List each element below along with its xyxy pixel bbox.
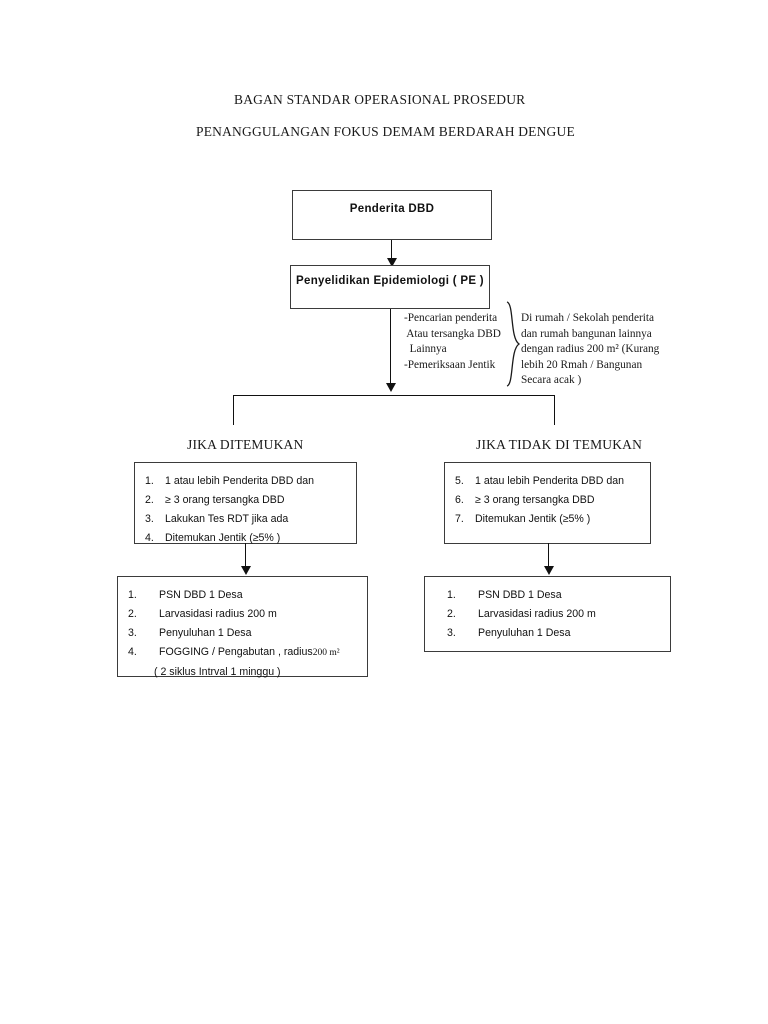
list-item-text: Penyuluhan 1 Desa [159,627,252,639]
node-penyelidikan-epidemiologi: Penyelidikan Epidemiologi ( PE ) [290,265,490,309]
node-criteria-right: 5. 1 atau lebih Penderita DBD dan 6. ≥ 3 or… [444,462,651,544]
branch-label-jika-tidak-ditemukan: JIKA TIDAK DI TEMUKAN [476,437,643,452]
annotation-pe-activities: -Pencarian penderita Atau tersangka DBD … [404,312,501,371]
node-action-right: 1. PSN DBD 1 Desa 2. Larvasidasi radius 200… [424,576,671,652]
page-title-line-1: BAGAN STANDAR OPERASIONAL PROSEDUR [234,92,526,107]
split-bar-right-stub [554,395,555,425]
split-bar-horizontal [233,395,555,396]
list-item: 3. Penyuluhan 1 Desa [447,624,662,643]
list-item-text: 1 atau lebih Penderita DBD dan [165,475,315,487]
node-action-left: 1. PSN DBD 1 Desa 2. Larvasidasi radius 200… [117,576,368,678]
right-curly-brace-icon [506,301,521,387]
list-item-number: 7. [455,513,464,525]
node-penyelidikan-epidemiologi-label: Penyelidikan Epidemiologi ( PE ) [296,275,484,287]
list-item: 1. PSN DBD 1 Desa [128,586,359,605]
node-penderita-dbd: Penderita DBD [292,190,492,240]
list-item-unit: 200 m² [312,648,340,658]
list-item: 2. Larvasidasi radius 200 m [128,605,359,624]
list-item-number: 3. [447,627,456,639]
list-item: 7. Ditemukan Jentik (≥5% ) [455,510,642,529]
list-item-number: 4. [128,646,137,658]
list-item: 2. Larvasidasi radius 200 m [447,605,662,624]
list-item-text: PSN DBD 1 Desa [478,589,562,601]
arrowhead-criteria-right-to-action-right [543,566,554,575]
list-item-text: PSN DBD 1 Desa [159,589,243,601]
list-item-number: 5. [455,475,464,487]
list-item-number: 1. [447,589,456,601]
list-item-number: 2. [447,608,456,620]
list-item: 4. FOGGING / Pengabutan , radius 200 m² [128,643,359,663]
list-item-text: Larvasidasi radius 200 m [159,608,277,620]
node-penderita-dbd-label: Penderita DBD [349,203,435,215]
list-item-number: 2. [128,608,137,620]
list-item: 2. ≥ 3 orang tersangka DBD [145,491,348,510]
list-item-text: 1 atau lebih Penderita DBD dan [475,475,625,487]
page-title-line-2: PENANGGULANGAN FOKUS DEMAM BERDARAH DENG… [196,124,575,139]
split-bar-left-stub [233,395,234,425]
list-item-text: Ditemukan Jentik (≥5% ) [475,513,591,525]
list-item: 5. 1 atau lebih Penderita DBD dan [455,472,642,491]
arrowhead-patient-to-pe [386,258,397,267]
action-list-left: 1. PSN DBD 1 Desa 2. Larvasidasi radius 200… [118,577,367,682]
list-item: 1. PSN DBD 1 Desa [447,586,662,605]
list-item: 3. Lakukan Tes RDT jika ada [145,510,348,529]
list-item: 4. Ditemukan Jentik (≥5% ) [145,529,348,548]
connector-criteria-left-to-action-left [245,543,246,570]
list-item: 3. Penyuluhan 1 Desa [128,624,359,643]
list-item-number: 1. [145,475,154,487]
list-item-number: 3. [145,513,154,525]
list-item-number: 6. [455,494,464,506]
criteria-list-left: 1. 1 atau lebih Penderita DBD dan 2. ≥ 3 or… [135,463,356,548]
arrowhead-criteria-left-to-action-left [240,566,251,575]
list-item-text: Larvasidasi radius 200 m [478,608,596,620]
list-item-text: Lakukan Tes RDT jika ada [165,513,289,525]
criteria-list-right: 5. 1 atau lebih Penderita DBD dan 6. ≥ 3 or… [445,463,650,529]
list-item-number: 4. [145,532,154,544]
list-item: 6. ≥ 3 orang tersangka DBD [455,491,642,510]
arrowhead-pe-to-split [385,383,396,392]
connector-pe-to-split [390,309,391,386]
list-item-continuation: ( 2 siklus Intrval 1 minggu ) [154,666,281,678]
list-item: 1. 1 atau lebih Penderita DBD dan [145,472,348,491]
list-item-number: 1. [128,589,137,601]
node-criteria-left: 1. 1 atau lebih Penderita DBD dan 2. ≥ 3 or… [134,462,357,544]
list-item-text: FOGGING / Pengabutan , radius [159,646,313,658]
connector-patient-to-pe [391,240,392,260]
annotation-pe-scope: Di rumah / Sekolah penderita dan rumah b… [521,312,660,386]
list-item-number: 2. [145,494,154,506]
list-item-text: ≥ 3 orang tersangka DBD [165,494,285,506]
list-item-text: ≥ 3 orang tersangka DBD [475,494,595,506]
list-item-number: 3. [128,627,137,639]
connector-criteria-right-to-action-right [548,543,549,570]
list-item-text: Penyuluhan 1 Desa [478,627,571,639]
list-item-text: Ditemukan Jentik (≥5% ) [165,532,281,544]
action-list-right: 1. PSN DBD 1 Desa 2. Larvasidasi radius 200… [425,577,670,643]
branch-label-jika-ditemukan: JIKA DITEMUKAN [187,437,304,452]
